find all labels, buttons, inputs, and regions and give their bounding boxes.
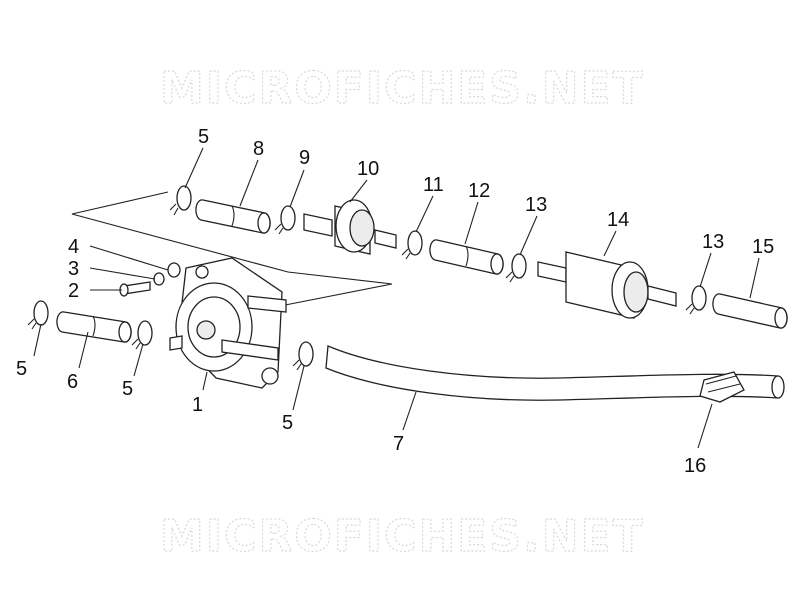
callout-1: 1 <box>192 394 203 416</box>
hose-6 <box>56 311 132 343</box>
lock-washer-3 <box>153 272 165 286</box>
washer-4 <box>167 262 181 278</box>
screw-2 <box>119 281 151 297</box>
fuel-pump-1 <box>169 257 287 389</box>
hose-clamp-5-left <box>27 300 49 330</box>
callout-3: 3 <box>68 258 79 280</box>
hose-clamp-11 <box>401 230 423 260</box>
leader-lines <box>33 147 760 449</box>
callout-9: 9 <box>299 147 310 169</box>
callout-2: 2 <box>68 280 79 302</box>
hose-clamp-13-right <box>685 285 707 315</box>
callout-13-left: 13 <box>525 194 547 216</box>
callout-10: 10 <box>357 158 379 180</box>
callout-13-right: 13 <box>702 231 724 253</box>
callout-6: 6 <box>67 371 78 393</box>
hose-clip-16 <box>699 371 745 403</box>
assembly-bracket-line <box>71 191 393 309</box>
callout-15: 15 <box>752 236 774 258</box>
hose-clamp-5-upper <box>169 185 192 216</box>
fuel-hose-7 <box>325 345 785 401</box>
hose-clamp-5-mid <box>131 320 153 350</box>
callout-4: 4 <box>68 236 79 258</box>
callout-5-mid: 5 <box>122 378 133 400</box>
callout-5-left: 5 <box>16 358 27 380</box>
hose-clamp-9 <box>274 205 296 235</box>
callout-5-lower: 5 <box>282 412 293 434</box>
hose-clamp-13-left <box>505 253 527 283</box>
fuel-filter-10 <box>303 199 397 255</box>
fuel-filter-14 <box>537 251 677 319</box>
callout-7: 7 <box>393 433 404 455</box>
callout-16: 16 <box>684 455 706 477</box>
hose-12 <box>429 239 504 275</box>
hose-8 <box>195 199 271 234</box>
watermark-top: MICROFICHES.NET <box>160 63 645 114</box>
callout-14: 14 <box>607 209 629 231</box>
callout-12: 12 <box>468 180 490 202</box>
hose-clamp-5-lower <box>292 341 314 371</box>
hose-15 <box>712 293 788 329</box>
watermark-bottom: MICROFICHES.NET <box>160 511 645 562</box>
callout-11: 11 <box>423 174 444 196</box>
callout-8: 8 <box>253 138 264 160</box>
callout-5-upper: 5 <box>198 126 209 148</box>
